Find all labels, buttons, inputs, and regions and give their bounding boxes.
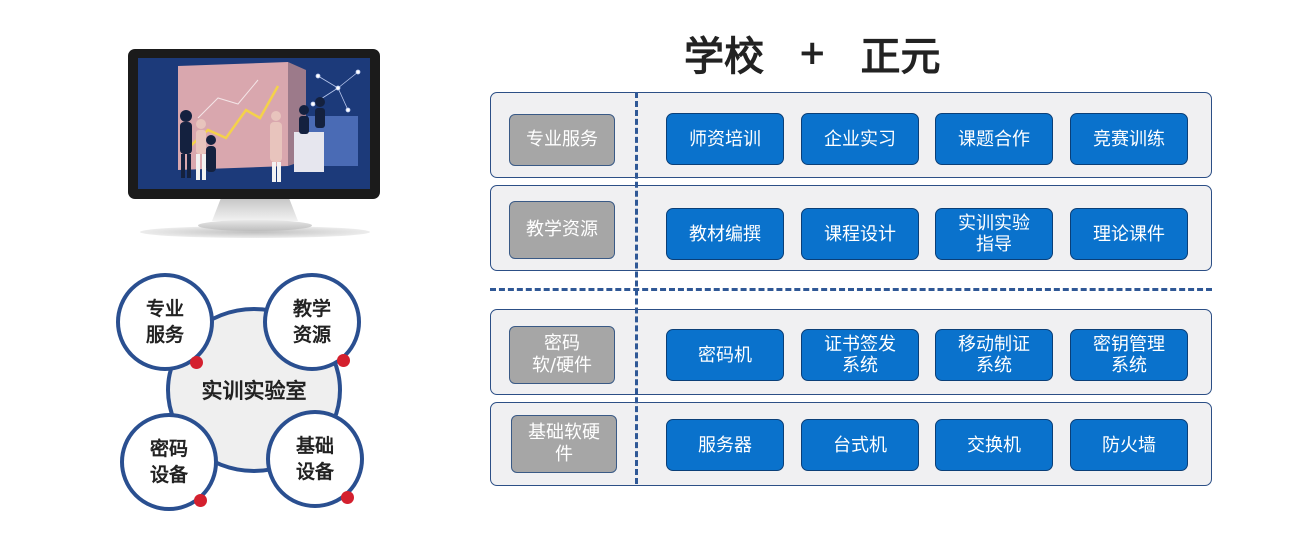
red-dot-marker <box>337 354 350 367</box>
item-button[interactable]: 理论课件 <box>1070 208 1188 260</box>
title-company: 正元 <box>860 34 941 80</box>
lab-node-basic-equipment: 基础 设备 <box>266 410 364 508</box>
item-button[interactable]: 密钥管理 系统 <box>1070 329 1188 381</box>
monitor-neck <box>212 199 298 221</box>
item-button[interactable]: 服务器 <box>666 419 784 471</box>
lab-center-label: 实训实验室 <box>201 379 307 403</box>
category-label: 教学资源 <box>509 201 615 259</box>
item-button[interactable]: 教材编撰 <box>666 208 784 260</box>
item-button[interactable]: 企业实习 <box>801 113 919 165</box>
row-professional-services: 专业服务 师资培训 企业实习 课题合作 竞赛训练 <box>490 92 1212 178</box>
category-label: 专业服务 <box>509 114 615 166</box>
row-teaching-resources: 教学资源 教材编撰 课程设计 实训实验 指导 理论课件 <box>490 185 1212 271</box>
category-label: 基础软硬 件 <box>511 415 617 473</box>
item-button[interactable]: 台式机 <box>801 419 919 471</box>
item-button[interactable]: 证书签发 系统 <box>801 329 919 381</box>
item-button[interactable]: 课题合作 <box>935 113 1053 165</box>
presentation-illustration <box>138 58 370 189</box>
red-dot-marker <box>194 494 207 507</box>
page-title: 学校 + 正元 <box>684 28 941 80</box>
item-button[interactable]: 交换机 <box>935 419 1053 471</box>
item-button[interactable]: 课程设计 <box>801 208 919 260</box>
title-plus: + <box>798 33 827 73</box>
item-button[interactable]: 师资培训 <box>666 113 784 165</box>
item-button[interactable]: 实训实验 指导 <box>935 208 1053 260</box>
horizontal-divider <box>490 288 1212 291</box>
red-dot-marker <box>341 491 354 504</box>
row-crypto-software-hardware: 密码 软/硬件 密码机 证书签发 系统 移动制证 系统 密钥管理 系统 <box>490 309 1212 395</box>
monitor-illustration <box>128 49 380 199</box>
monitor-shadow <box>140 226 370 238</box>
item-button[interactable]: 竞赛训练 <box>1070 113 1188 165</box>
red-dot-marker <box>190 356 203 369</box>
monitor-stand <box>198 220 312 231</box>
category-label: 密码 软/硬件 <box>509 326 615 384</box>
row-basic-software-hardware: 基础软硬 件 服务器 台式机 交换机 防火墙 <box>490 402 1212 486</box>
title-school: 学校 <box>684 34 764 80</box>
item-button[interactable]: 密码机 <box>666 329 784 381</box>
lab-node-professional-services: 专业 服务 <box>116 273 214 371</box>
item-button[interactable]: 移动制证 系统 <box>935 329 1053 381</box>
item-button[interactable]: 防火墙 <box>1070 419 1188 471</box>
